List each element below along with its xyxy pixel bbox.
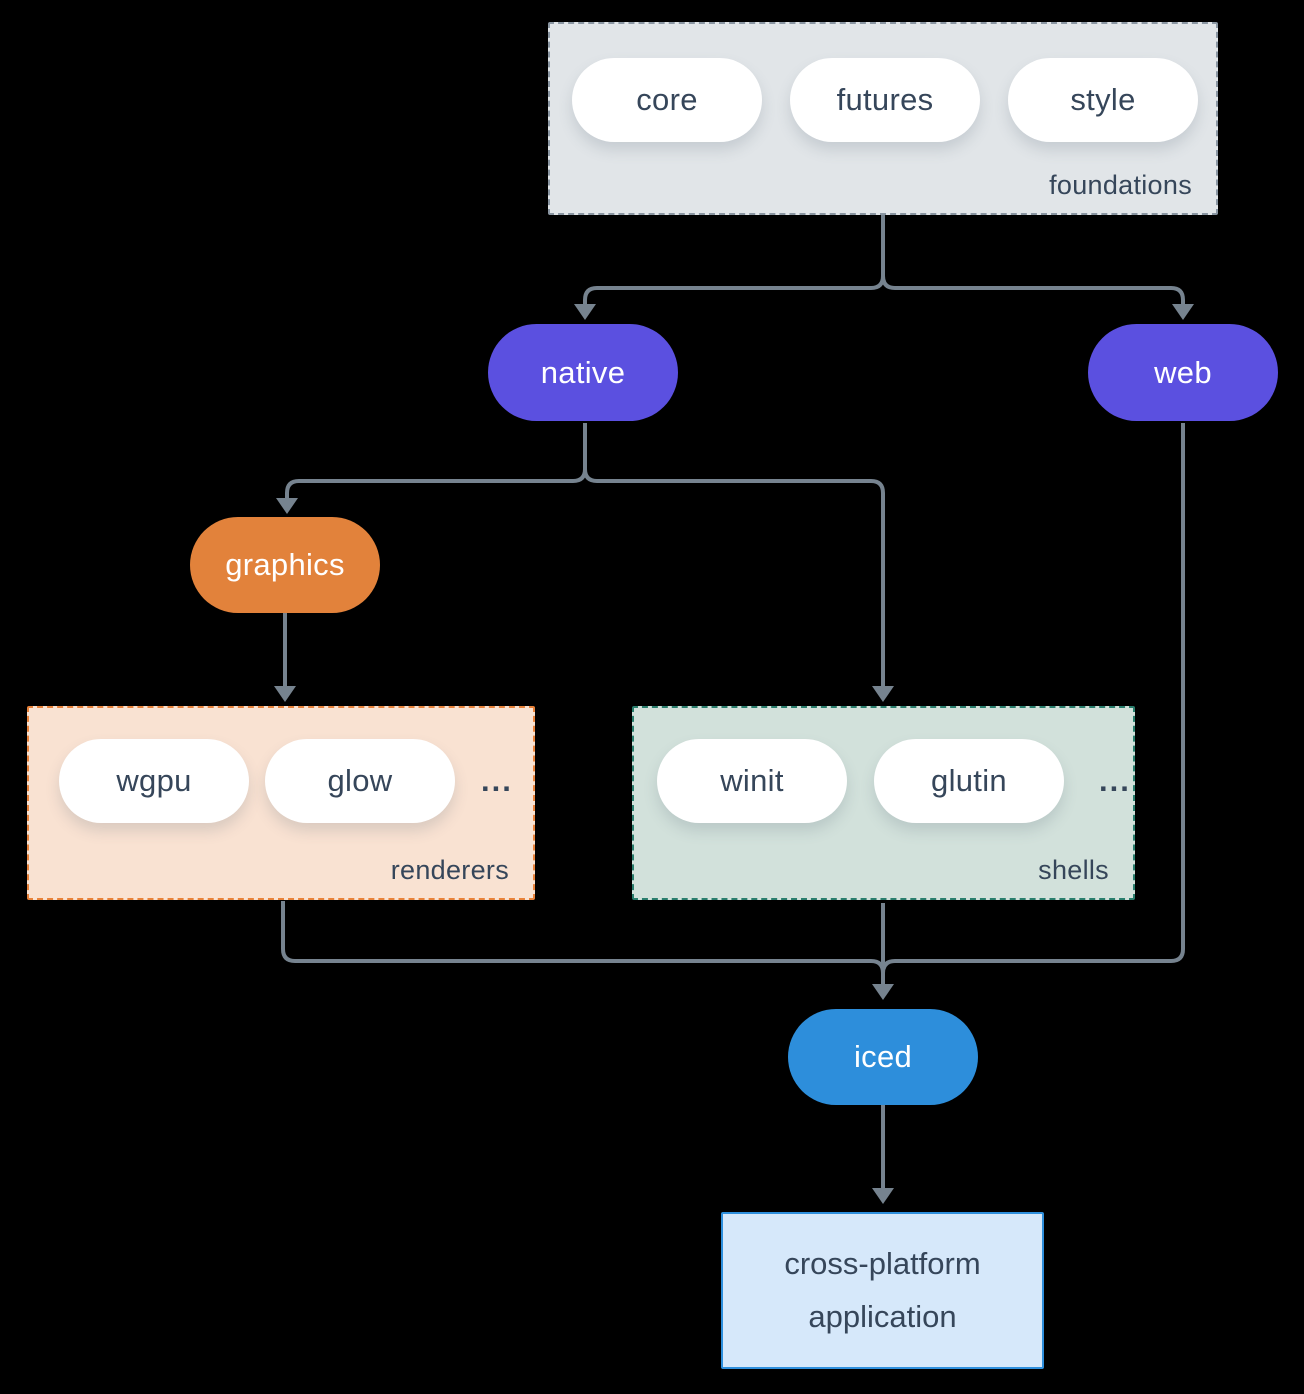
shells-group-label: shells <box>1038 855 1109 885</box>
arrowhead-graphics-icon <box>276 498 298 514</box>
connector-foundations-native <box>583 215 885 305</box>
foundations-group-box: core futures style foundations <box>548 22 1218 215</box>
renderers-group-box: wgpu glow ... renderers <box>27 706 535 900</box>
foundations-pill-row: core futures style <box>572 58 1198 142</box>
connector-native-shells <box>583 468 885 688</box>
arrowhead-web-icon <box>1172 304 1194 320</box>
shells-group-box: winit glutin ... shells <box>632 706 1135 900</box>
renderers-ellipsis: ... <box>481 763 513 798</box>
node-glutin: glutin <box>874 739 1064 823</box>
shells-ellipsis: ... <box>1099 763 1131 798</box>
node-native: native <box>488 324 678 421</box>
node-web: web <box>1088 324 1278 421</box>
node-style: style <box>1008 58 1198 142</box>
node-graphics: graphics <box>190 517 380 613</box>
arrowhead-application-icon <box>872 1188 894 1204</box>
node-glow: glow <box>265 739 455 823</box>
node-winit: winit <box>657 739 847 823</box>
node-iced: iced <box>788 1009 978 1105</box>
arrowhead-shells-icon <box>872 686 894 702</box>
connector-renderers-merge <box>281 901 885 974</box>
foundations-group-label: foundations <box>1049 170 1192 200</box>
arrowhead-native-icon <box>574 304 596 320</box>
application-label-line2: application <box>808 1298 957 1334</box>
node-futures: futures <box>790 58 980 142</box>
node-core: core <box>572 58 762 142</box>
renderers-group-label: renderers <box>390 855 509 885</box>
connector-native-graphics <box>285 423 587 500</box>
shells-pill-row: winit glutin ... <box>657 739 1131 823</box>
connector-foundations-web <box>881 275 1185 305</box>
application-label-line1: cross-platform <box>784 1245 981 1281</box>
arrowhead-renderers-icon <box>274 686 296 702</box>
node-wgpu: wgpu <box>59 739 249 823</box>
node-cross-platform-application: cross-platform application <box>721 1212 1044 1369</box>
arrowhead-iced-icon <box>872 984 894 1000</box>
renderers-pill-row: wgpu glow ... <box>59 739 513 823</box>
